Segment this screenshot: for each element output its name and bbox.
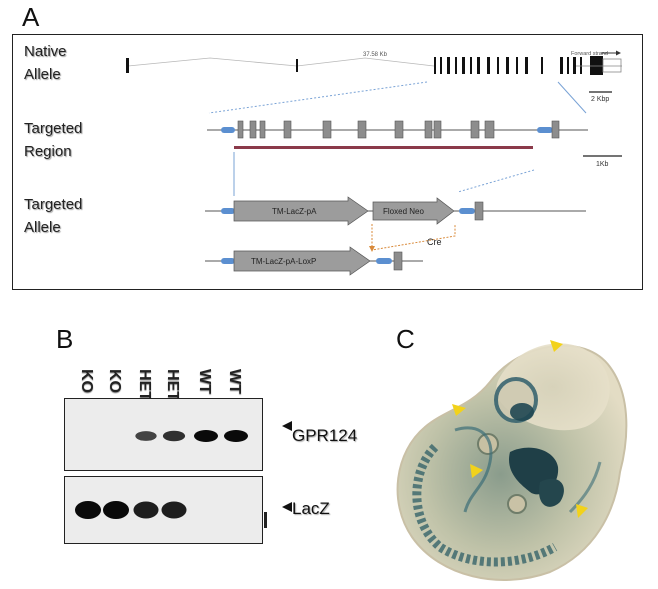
homology-region-bar [234, 146, 533, 149]
zoom-guide-left [208, 81, 428, 114]
blot-gpr124 [64, 398, 263, 471]
native-allele-label: Native Allele [24, 40, 67, 87]
zoom-guide-right [557, 81, 587, 114]
lane-label: KO [78, 369, 95, 393]
panel-a-box [12, 34, 643, 290]
blot-lacz-image [75, 501, 187, 519]
blot-lacz [64, 476, 263, 544]
blot-band [161, 501, 187, 519]
neo-cassette [372, 197, 455, 225]
targeted-allele-map [205, 196, 586, 226]
blot-band [194, 430, 218, 442]
blot-band [75, 501, 101, 519]
gene-length-label: 37.58 Kb [363, 52, 388, 58]
targeted-allele-line1: Targeted [24, 196, 83, 213]
lane-label: HET [136, 369, 153, 401]
strand-arrowhead [616, 50, 621, 56]
arrowhead-marker [550, 340, 563, 352]
embryo-xgal-image [396, 340, 628, 581]
panel-b-letter: B [56, 324, 74, 354]
lacz-loxp-cassette [233, 246, 371, 276]
loxp-site [537, 127, 553, 133]
blot-band [224, 430, 248, 442]
native-allele-map [127, 57, 435, 67]
lacz-band-label: LacZ [292, 499, 330, 518]
cre-arrowhead [369, 246, 375, 252]
native-allele-line2: Allele [24, 66, 61, 84]
lane-label: KO [106, 369, 123, 393]
blot-band [133, 501, 159, 519]
strand-label: Forward strand [571, 51, 608, 57]
lacz-marker-arrow [282, 502, 292, 512]
band-markers [264, 421, 292, 528]
neo-cassette-label: Floxed Neo [383, 207, 424, 216]
panel-c-letter: C [396, 324, 415, 354]
gpr124-band-label: GPR124 [292, 426, 358, 445]
lacz-cassette-label: TM-LacZ-pA [272, 207, 317, 216]
zoom-guide-allele-right [457, 169, 535, 193]
targeted-region-line2: Region [24, 143, 72, 161]
blot-band [162, 430, 186, 442]
blot-band [135, 431, 157, 441]
targeted-allele-label: Targeted Allele [24, 193, 82, 240]
arrowhead-marker [576, 504, 588, 518]
panel-a-letter: A [22, 2, 40, 32]
recombined-allele-map [205, 246, 423, 276]
cre-bracket [371, 224, 456, 251]
scale-label-region: 1Kb [596, 161, 609, 168]
lane-label: HET [164, 369, 181, 401]
lane-label: WT [196, 369, 213, 394]
loxp-site [221, 127, 235, 133]
targeted-region-label: Targeted Region [24, 117, 82, 164]
gpr124-marker-arrow [282, 421, 292, 431]
cre-label: Cre [427, 237, 442, 247]
lacz-cassette [233, 196, 369, 226]
blot-band [103, 501, 129, 519]
blot-gpr124-image [135, 430, 248, 442]
native-allele-line1: Native [24, 43, 67, 60]
scale-label-native: 2 Kbp [591, 96, 609, 103]
arrowhead-marker [452, 404, 466, 416]
targeted-region-line1: Targeted [24, 120, 83, 137]
native-exons [126, 56, 603, 75]
targeted-allele-line2: Allele [24, 219, 61, 237]
arrowhead-marker [470, 464, 483, 478]
xgal-staining-limb [539, 478, 564, 507]
targeted-region-map [207, 120, 588, 149]
lane-label: WT [226, 369, 243, 394]
gene-map-diagram: 37.58 Kb Forward strand 2 Kbp [126, 50, 622, 276]
lacz-loxp-cassette-label: TM-LacZ-pA-LoxP [251, 257, 316, 266]
